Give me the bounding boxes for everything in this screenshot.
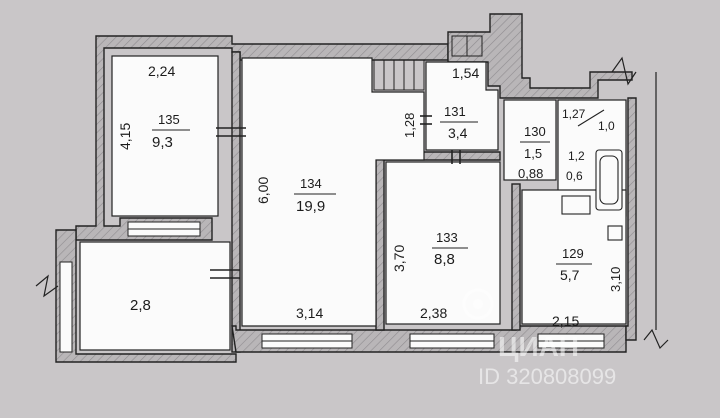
dim-3-70: 3,70	[391, 245, 407, 272]
room-131-number: 131	[444, 104, 466, 119]
dim-3-10: 3,10	[608, 267, 623, 292]
dim-2-15: 2,15	[552, 313, 579, 329]
room-129-number: 129	[562, 246, 584, 261]
room-133	[385, 161, 501, 325]
dim-1-2: 1,2	[568, 149, 585, 163]
wall-right	[625, 97, 637, 341]
rooms	[79, 55, 627, 351]
room-134	[241, 57, 425, 327]
room-131	[425, 61, 499, 151]
window-balcony	[59, 261, 73, 353]
watermark: ЦИАН ID 320808099	[462, 288, 616, 389]
windows	[59, 221, 605, 353]
room-133-area: 8,8	[434, 251, 455, 268]
dim-0-88: 0,88	[518, 166, 543, 181]
dim-4-15: 4,15	[117, 123, 133, 150]
room-134-number: 134	[300, 176, 322, 191]
room-133-number: 133	[436, 230, 458, 245]
dim-6-00: 6,00	[255, 177, 271, 204]
dim-2-38: 2,38	[420, 305, 447, 321]
dim-3-14: 3,14	[296, 305, 323, 321]
room-135-area: 9,3	[152, 134, 173, 151]
room-129-area: 5,7	[560, 267, 580, 283]
room-134-area: 19,9	[296, 198, 325, 215]
room-130	[503, 99, 557, 181]
room-130-area: 1,5	[524, 146, 542, 161]
break-lines	[35, 56, 669, 350]
dim-1-28: 1,28	[402, 113, 417, 138]
wall-top-right	[447, 13, 633, 99]
watermark-brand: ЦИАН	[498, 331, 579, 362]
door-marks	[210, 115, 461, 279]
room-135	[111, 55, 219, 217]
walls	[55, 13, 637, 363]
room-135-number: 135	[158, 112, 180, 127]
room-130-number: 130	[524, 124, 546, 139]
dim-1-54: 1,54	[452, 65, 479, 81]
watermark-id: ID 320808099	[478, 364, 616, 389]
fixtures	[561, 109, 623, 241]
labels: 2,24 4,15 135 9,3 6,00 134 19,9 3,14 1,5…	[117, 63, 623, 329]
dim-0-6: 0,6	[566, 169, 583, 183]
wall-134-left	[231, 51, 241, 353]
room-balcony	[79, 241, 231, 351]
dim-1-27: 1,27	[562, 107, 586, 121]
stairs	[373, 35, 483, 91]
dim-2-24: 2,24	[148, 63, 175, 79]
room-131-area: 3,4	[448, 125, 468, 141]
wall-129-left	[511, 183, 521, 331]
balcony-area: 2,8	[130, 297, 151, 314]
dim-1-0: 1,0	[598, 119, 615, 133]
wall-balcony	[55, 229, 237, 363]
sink	[561, 195, 591, 215]
toilet	[607, 225, 623, 241]
cian-logo-icon	[462, 288, 494, 320]
